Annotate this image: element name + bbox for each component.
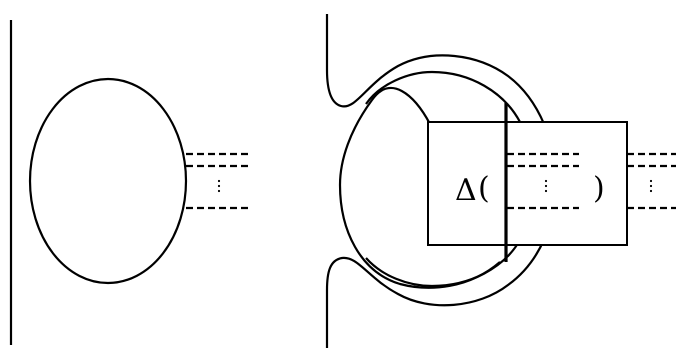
close-paren: ) <box>593 171 605 206</box>
left-panel <box>9 20 248 345</box>
right-ellipsis-dots <box>649 179 653 193</box>
delta-symbol: Δ <box>455 173 477 208</box>
open-paren: ( <box>478 171 490 206</box>
left-ellipsis-dots <box>217 179 221 193</box>
right-inner-loop <box>338 86 501 289</box>
right-panel: Δ ( ) <box>325 14 676 348</box>
delta-box <box>427 121 628 246</box>
delta-ellipsis-dots <box>544 179 548 193</box>
right-inner-band-lower <box>365 239 521 288</box>
left-loop-ellipse <box>28 77 188 285</box>
right-inner-band <box>365 70 521 123</box>
